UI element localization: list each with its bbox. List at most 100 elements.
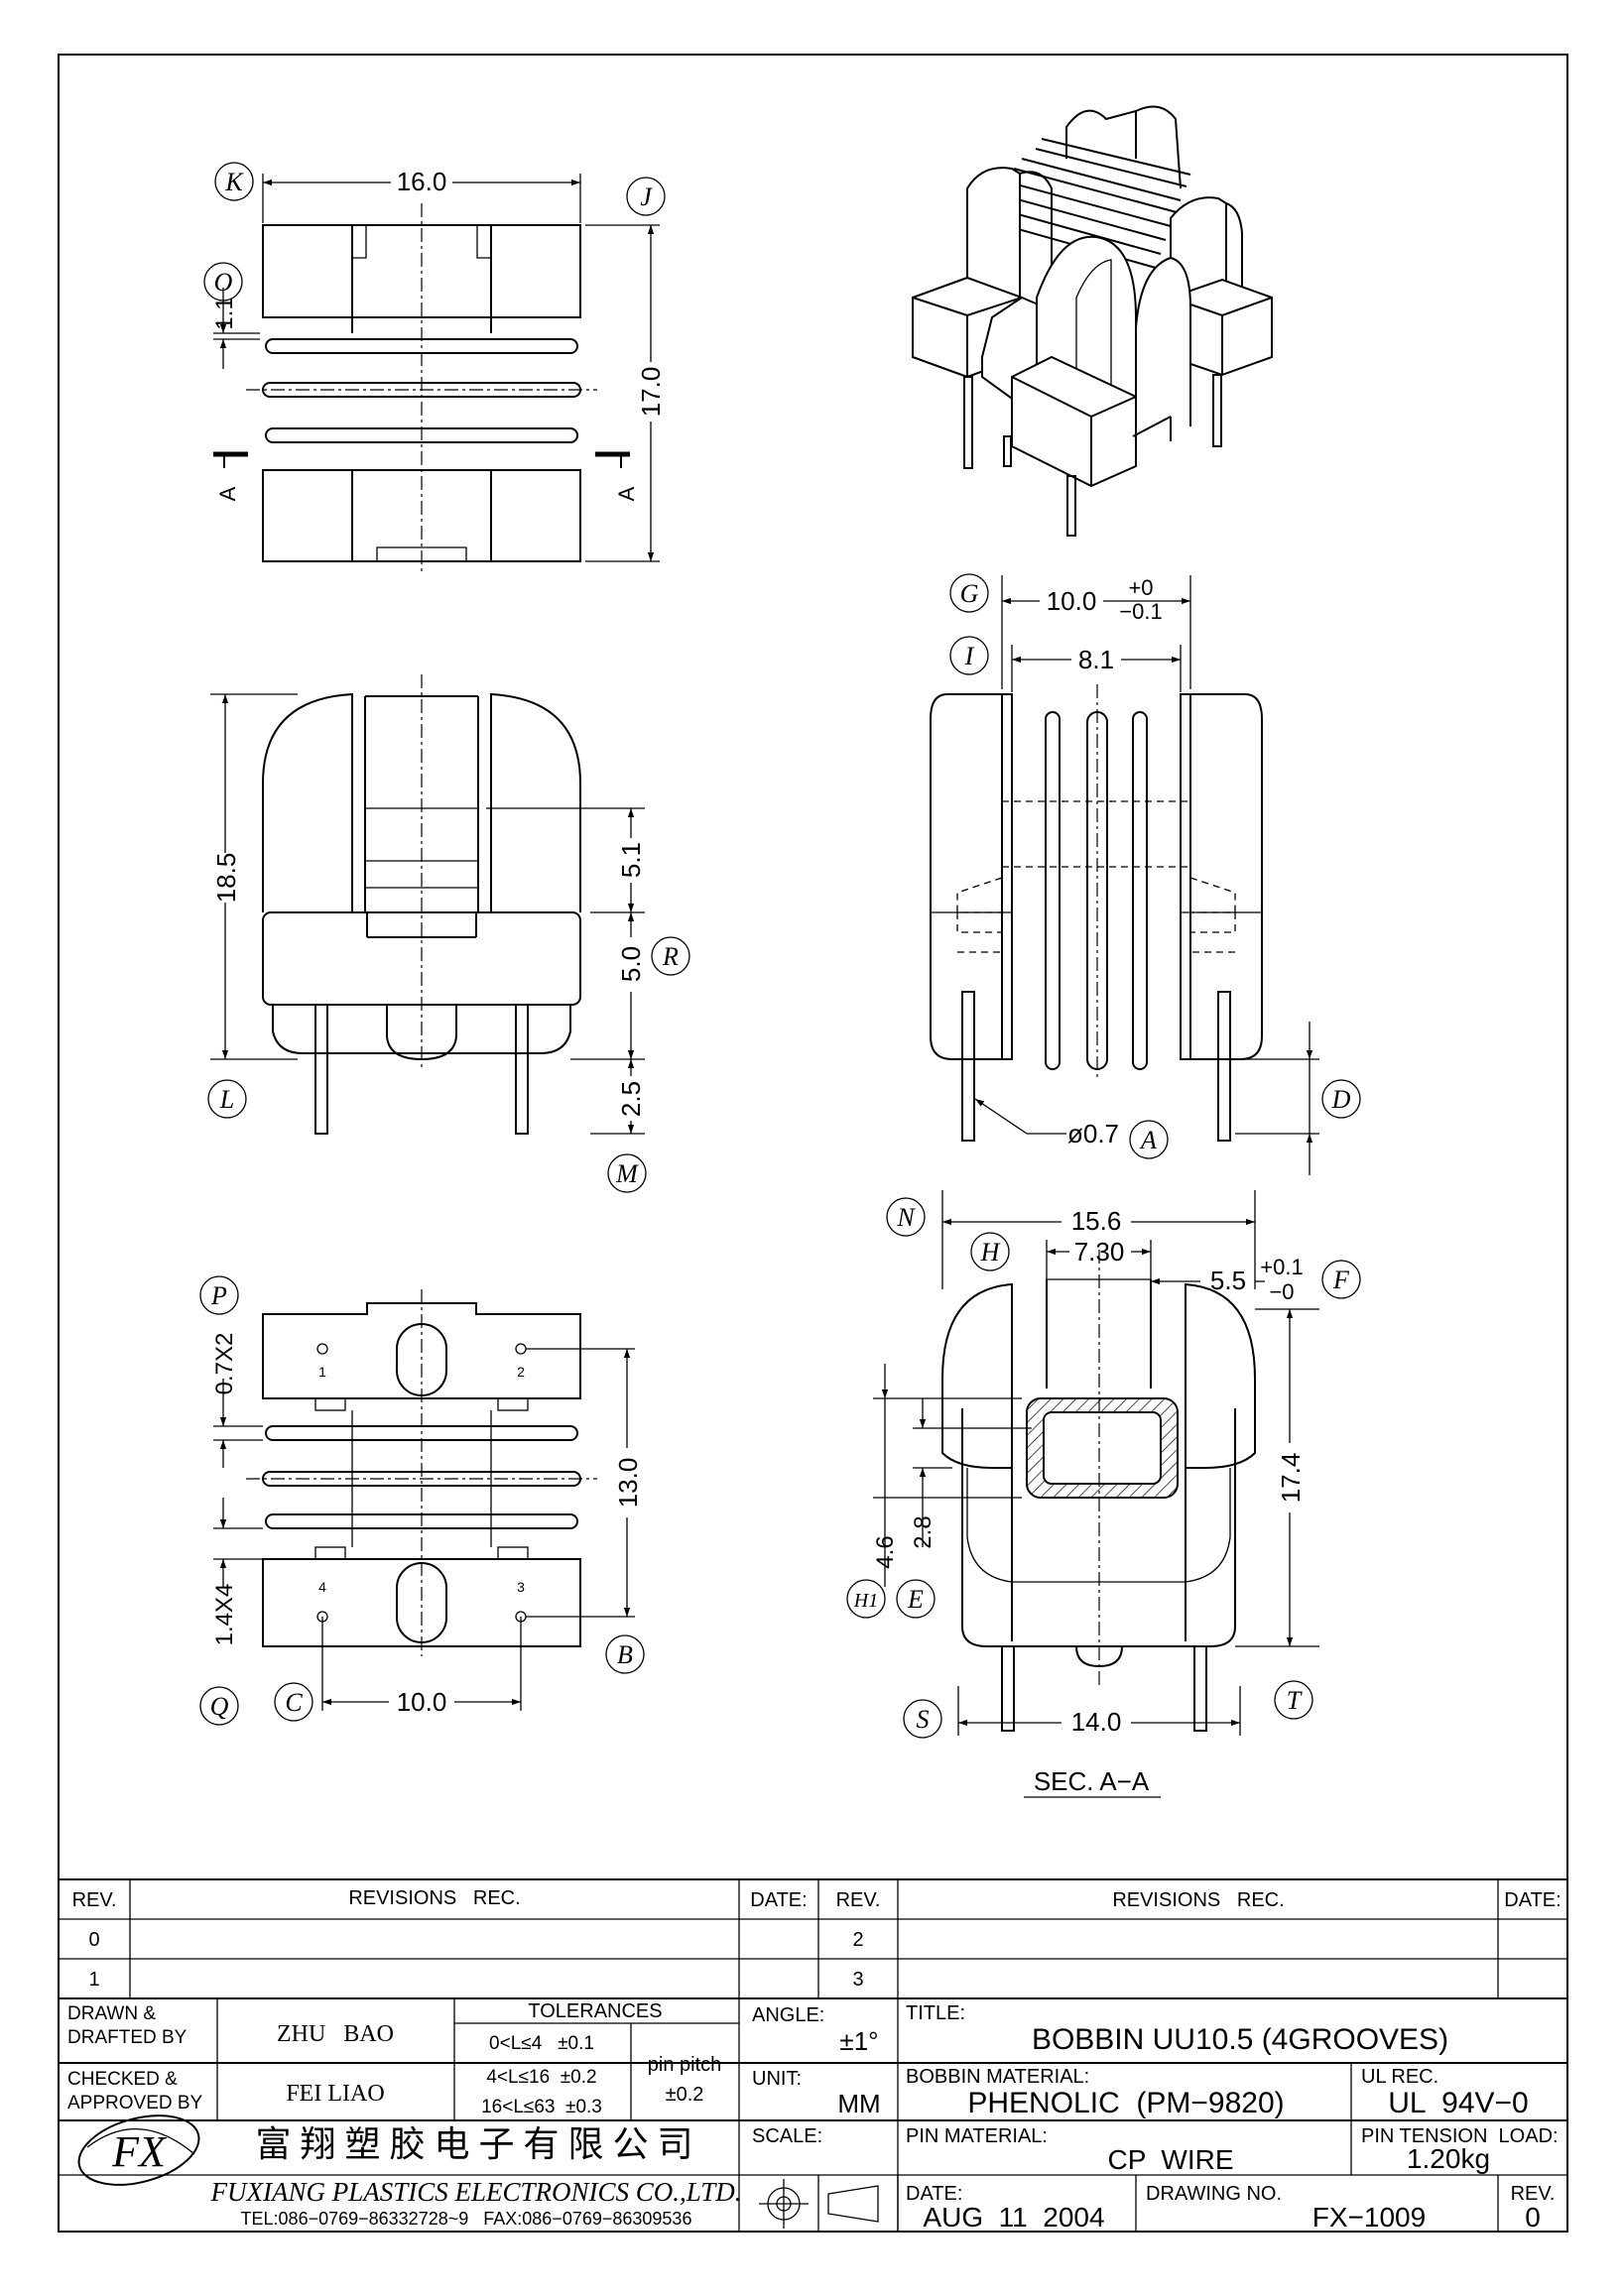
callout-S: S [903, 1699, 942, 1739]
date-header-right: DATE: [1504, 1889, 1561, 1911]
svg-text:E: E [907, 1585, 924, 1614]
dim-side-tol-minus: −0.1 [1119, 599, 1162, 624]
callout-L: L [207, 1079, 247, 1119]
svg-text:A: A [1139, 1126, 1157, 1154]
rev-row-0: 0 [88, 1929, 99, 1951]
pin-number-1: 1 [318, 1364, 326, 1380]
svg-text:B: B [617, 1640, 633, 1669]
company-contact: TEL:086−0769−86332728~9 FAX:086−0769−863… [241, 2209, 692, 2229]
material-value: PHENOLIC (PM−9820) [967, 2087, 1284, 2119]
logo-text: FX [111, 2127, 168, 2176]
title-block: REV. REVISIONS REC. DATE: REV. REVISIONS… [59, 1878, 1567, 2233]
company-logo: FX [77, 2115, 200, 2186]
callout-E: E [896, 1579, 936, 1619]
title-value: BOBBIN UU10.5 (4GROOVES) [1032, 2023, 1448, 2056]
company-name-en: FUXIANG PLASTICS ELECTRONICS CO.,LTD. [209, 2177, 741, 2207]
svg-text:N: N [896, 1203, 916, 1232]
drawing-no-label: DRAWING NO. [1146, 2183, 1282, 2205]
rev-value: 0 [1525, 2202, 1541, 2233]
callout-J: J [626, 177, 666, 216]
drawn-by: ZHU BAO [277, 2021, 394, 2047]
side-view: 10.0 +0 −0.1 8.1 ø0.7 [930, 575, 1319, 1175]
svg-text:I: I [964, 642, 975, 670]
dim-bottom-height: 13.0 [613, 1458, 643, 1509]
revisions-header-right: REVISIONS REC. [1112, 1889, 1284, 1911]
callout-H: H [970, 1232, 1010, 1271]
pin-pitch-label: pin pitch [648, 2054, 722, 2076]
title-label: TITLE: [906, 2002, 965, 2024]
callout-T: T [1274, 1680, 1313, 1720]
dim-sec-width: 15.6 [1071, 1206, 1122, 1236]
dim-front-upper: 5.1 [616, 842, 646, 878]
checked-by: FEI LIAO [286, 2081, 384, 2107]
front-view: 18.5 5.1 5.0 2.5 [210, 674, 646, 1135]
svg-text:D: D [1331, 1085, 1351, 1114]
dim-pin-dia: ø0.7 [1067, 1119, 1119, 1148]
callout-R: R [651, 936, 690, 976]
svg-text:C: C [285, 1688, 303, 1717]
pin-number-3: 3 [517, 1579, 525, 1595]
drawing-no-value: FX−1009 [1312, 2202, 1426, 2233]
tol-row-1: 0<L≤4 ±0.1 [489, 2033, 594, 2054]
rev-row-2: 2 [852, 1929, 863, 1951]
pin-material-label: PIN MATERIAL: [906, 2125, 1048, 2147]
bottom-view: 1 2 4 3 13.0 0.7X2 1.4X4 [211, 1289, 643, 1717]
tol-row-3: 16<L≤63 ±0.3 [481, 2097, 602, 2117]
pin-pitch-tol: ±0.2 [666, 2084, 704, 2106]
callout-C: C [274, 1682, 313, 1722]
material-label: BOBBIN MATERIAL: [906, 2066, 1089, 2088]
dim-front-pin: 2.5 [616, 1081, 646, 1117]
ul-value: UL 94V−0 [1388, 2087, 1529, 2119]
dim-top-height: 17.0 [636, 367, 666, 418]
angle-label: ANGLE: [752, 2004, 824, 2026]
unit-value: MM [837, 2089, 880, 2118]
pin-number-2: 2 [517, 1364, 525, 1380]
callout-B: B [605, 1634, 645, 1674]
callout-Q: Q [199, 1686, 239, 1726]
svg-text:O: O [214, 268, 233, 297]
callout-A: A [1129, 1120, 1169, 1159]
top-view: A A 16.0 17.0 1.1 [211, 167, 666, 575]
rev-row-1: 1 [88, 1969, 99, 1991]
rev-label: REV. [1511, 2183, 1556, 2205]
drawn-label: DRAWN &DRAFTED BY [67, 2003, 187, 2048]
angle-value: ±1° [839, 2026, 878, 2056]
svg-text:L: L [219, 1085, 234, 1114]
svg-text:S: S [917, 1705, 930, 1734]
callouts: K J O G I R L M A D N H F P B C Q H1 E S… [199, 162, 1361, 1739]
rev-row-3: 3 [852, 1969, 863, 1991]
dim-sec-height: 17.4 [1276, 1453, 1306, 1504]
section-mark-left: A [215, 486, 240, 501]
dim-sec-tol-minus: −0 [1269, 1279, 1294, 1304]
section-mark-right: A [614, 486, 639, 501]
dim-bottom-grooves: 0.7X2 [211, 1333, 238, 1395]
callout-N: N [886, 1197, 926, 1237]
scale-label: SCALE: [752, 2125, 822, 2147]
dim-sec-window: 7.30 [1074, 1237, 1125, 1267]
date-label: DATE: [906, 2183, 962, 2205]
svg-text:Q: Q [210, 1692, 229, 1721]
pin-number-4: 4 [318, 1579, 326, 1595]
date-header-left: DATE: [750, 1889, 807, 1911]
rev-header-left: REV. [72, 1889, 117, 1911]
date-value: AUG 11 2004 [923, 2202, 1104, 2233]
revisions-header-left: REVISIONS REC. [348, 1887, 520, 1909]
dim-sec-h1: 4.6 [872, 1535, 899, 1568]
sheet-border [58, 54, 1568, 2233]
dim-side-width: 10.0 [1047, 586, 1097, 616]
dim-front-mid: 5.0 [616, 946, 646, 982]
tolerances-header: TOLERANCES [528, 2000, 662, 2022]
dim-side-tol-plus: +0 [1128, 575, 1153, 600]
unit-label: UNIT: [752, 2068, 802, 2090]
svg-text:F: F [1332, 1266, 1350, 1294]
callout-O: O [203, 262, 243, 302]
svg-text:P: P [210, 1281, 227, 1310]
svg-text:R: R [662, 942, 679, 971]
callout-H1: H1 [846, 1579, 886, 1619]
ul-label: UL REC. [1361, 2066, 1438, 2088]
dim-side-inner: 8.1 [1078, 645, 1114, 674]
dim-bottom-pitch: 10.0 [397, 1687, 447, 1717]
isometric-view [912, 105, 1273, 537]
pin-material-value: CP WIRE [1107, 2144, 1233, 2175]
